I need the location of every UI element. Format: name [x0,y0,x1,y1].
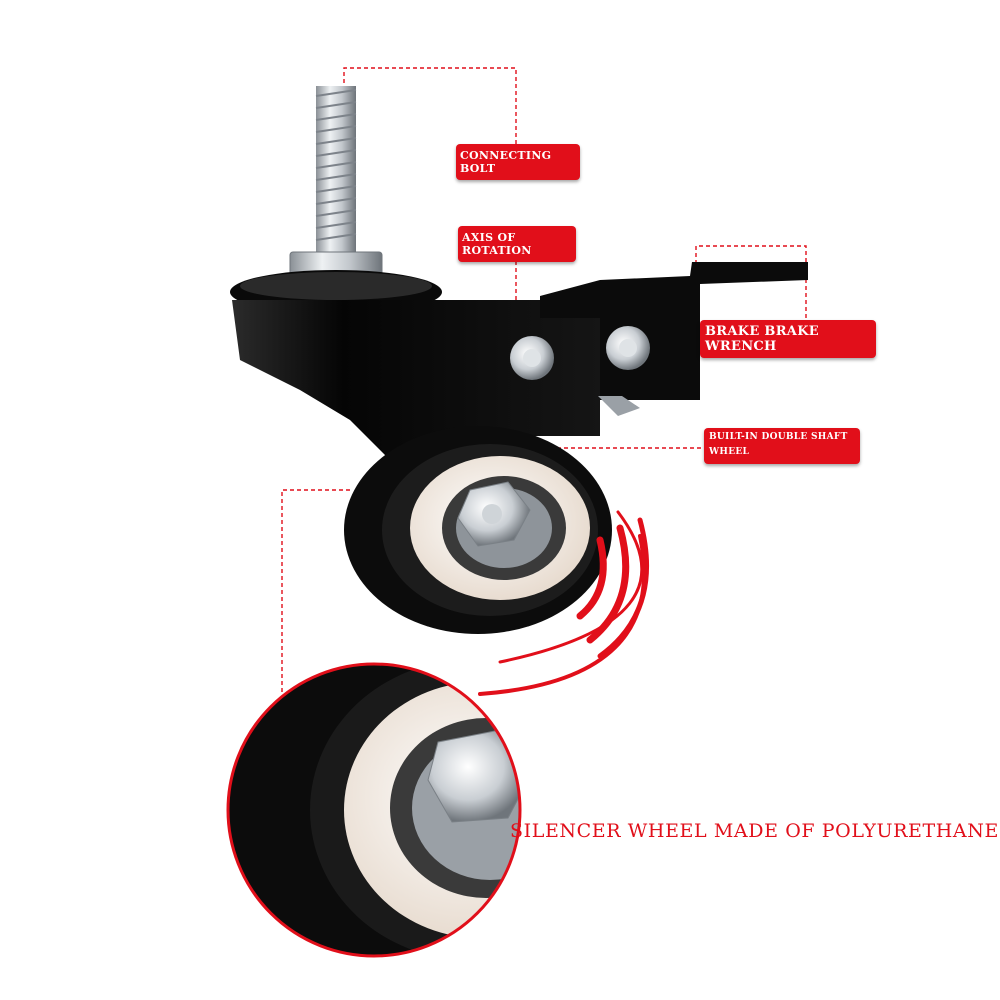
motion-arcs [478,510,649,696]
leader-connecting-bolt [343,67,517,146]
connecting-bolt-label: CONNECTING BOLT [456,144,580,180]
connecting-bolt-shape [289,86,383,281]
leader-axis-of-rotation [430,262,517,306]
zoom-detail [228,664,520,956]
zoom-ring [226,662,522,958]
wheel [344,426,612,634]
axis-of-rotation-label: AXIS OF ROTATION [458,226,576,262]
polyurethane-wheel-note: SILENCER WHEEL MADE OF POLYURETHANE [510,820,999,842]
brake-wrench-label: BRAKE BRAKE WRENCH [700,320,876,358]
brake-lever [540,262,808,400]
leader-brake-wrench [695,245,807,322]
caster-fork [232,300,600,470]
double-shaft-wheel-label: BUILT-IN DOUBLE SHAFT WHEEL [704,428,860,464]
leader-polyurethane [281,489,350,692]
